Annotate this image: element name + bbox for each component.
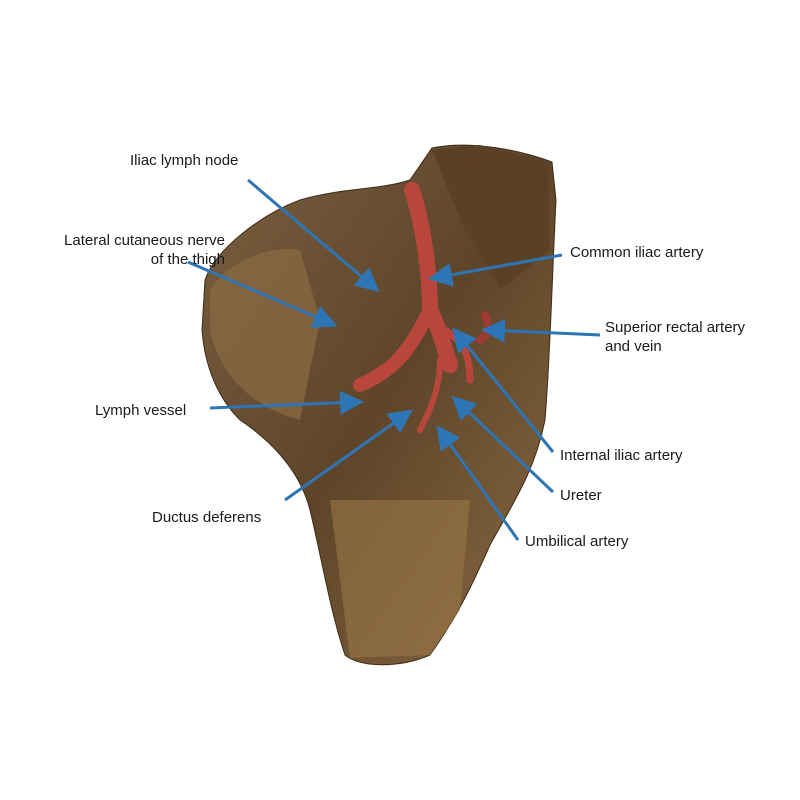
label-lateral-cutaneous-nerve: Lateral cutaneous nerve of the thigh (20, 231, 225, 269)
label-superior-rectal: Superior rectal artery and vein (605, 318, 745, 356)
callout-arrows (187, 178, 601, 541)
arrow-umbilical-artery (436, 425, 520, 541)
column-structure (432, 145, 550, 290)
arrow-common-iliac-artery (428, 253, 563, 287)
label-internal-iliac-artery: Internal iliac artery (560, 447, 683, 464)
lower-region (330, 500, 470, 658)
label-line-1: Lateral cutaneous nerve (64, 232, 225, 249)
arrow-ureter (451, 395, 555, 494)
label-umbilical-artery: Umbilical artery (525, 533, 629, 550)
label-line-2: of the thigh (150, 251, 225, 268)
arrow-iliac-lymph-node (247, 178, 380, 292)
label-line-1: Superior rectal artery (605, 319, 746, 336)
arrow-lateral-cutaneous-nerve (187, 260, 338, 328)
arrow-internal-iliac-artery (452, 327, 555, 453)
label-ureter: Ureter (560, 487, 602, 504)
arrow-superior-rectal (481, 318, 601, 343)
label-line-2: and vein (605, 338, 662, 355)
label-common-iliac-artery: Common iliac artery (570, 244, 704, 261)
label-iliac-lymph-node: Iliac lymph node (130, 152, 239, 169)
label-ductus-deferens: Ductus deferens (152, 509, 262, 526)
arrow-ductus-deferens (284, 409, 413, 502)
thigh-region (210, 249, 320, 420)
arrow-lymph-vessel (209, 390, 364, 415)
label-lymph-vessel: Lymph vessel (95, 402, 187, 419)
